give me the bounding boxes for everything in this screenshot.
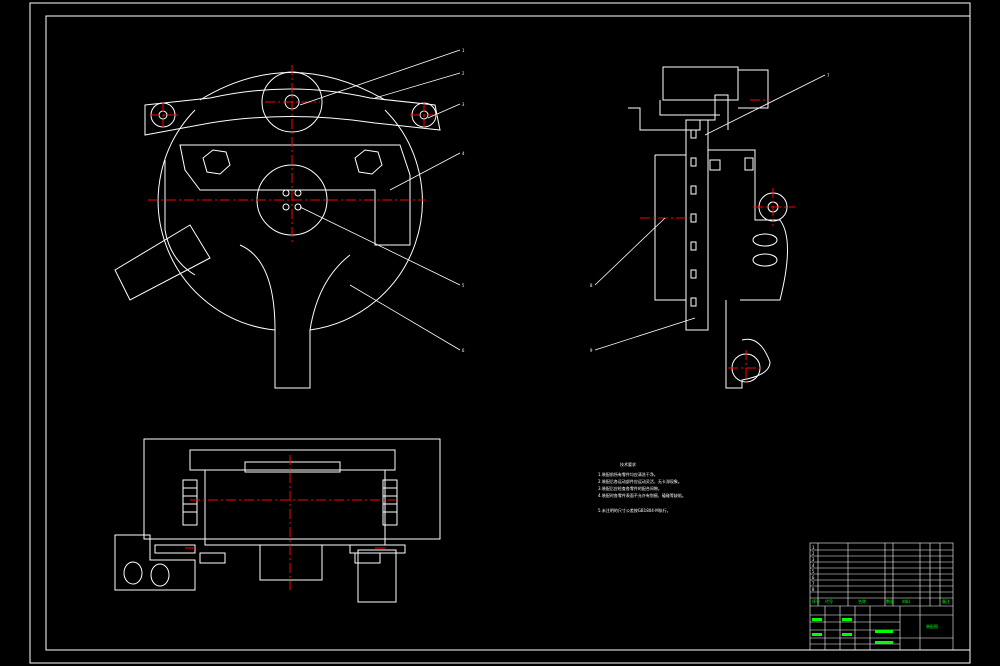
header-label-2: 代号 [825,598,833,604]
front-view [114,71,441,389]
header-label-4: 数量 [886,598,894,604]
note-item-3: 3.装配后应检查各零件的配合间隙。 [598,485,662,491]
part-row-4-no: 4 [812,563,815,568]
part-row-5-no: 5 [812,569,815,574]
part-row-3-no: 3 [812,557,815,562]
callout-2: 2 [462,71,465,76]
header-label-5: 材料 [902,598,910,604]
part-row-1-no: 1 [812,545,815,550]
drawing-title: 装配图 [926,623,938,629]
part-row-7-no: 7 [812,581,815,586]
title-block [809,542,954,651]
title-block-text: 1 2 3 4 5 6 7 8 序号 代号 名称 数量 材料 备注 装配图 [812,545,950,629]
notes-heading: 技术要求 [620,461,636,467]
callout-1: 1 [462,48,465,53]
side-view [628,66,788,389]
callout-numbers: 1 2 3 4 5 6 7 8 9 [462,48,830,353]
part-row-6-no: 6 [812,575,815,580]
callout-4: 4 [462,151,465,156]
callout-9: 9 [590,348,593,353]
title-block-green-cells [812,618,893,644]
note-item-5: 5.未注明的尺寸公差按GB1804-M执行。 [598,507,671,513]
front-center-lines [148,65,438,245]
leader-lines [299,49,826,351]
top-view [114,438,441,603]
inner-border [45,15,971,651]
header-label-6: 备注 [942,598,950,604]
callout-5: 5 [462,283,465,288]
top-center-lines [185,455,395,590]
technical-notes: 技术要求 1.装配前所有零件均应清洗干净。 2.装配后各运动部件应运动灵活，无卡… [598,461,686,513]
callout-8: 8 [590,283,593,288]
callout-7: 7 [827,73,830,78]
note-item-4: 4.装配时各零件表面不允许有划痕、磕碰等缺陷。 [598,492,686,498]
note-item-2: 2.装配后各运动部件应运动灵活，无卡滞现象。 [598,478,682,484]
note-item-1: 1.装配前所有零件均应清洗干净。 [598,471,658,477]
side-center-lines [640,99,795,386]
header-label-3: 名称 [858,598,866,604]
header-label-1: 序号 [812,598,820,604]
part-row-8-no: 8 [812,587,815,592]
part-row-2-no: 2 [812,551,815,556]
callout-6: 6 [462,348,465,353]
callout-3: 3 [462,102,465,107]
